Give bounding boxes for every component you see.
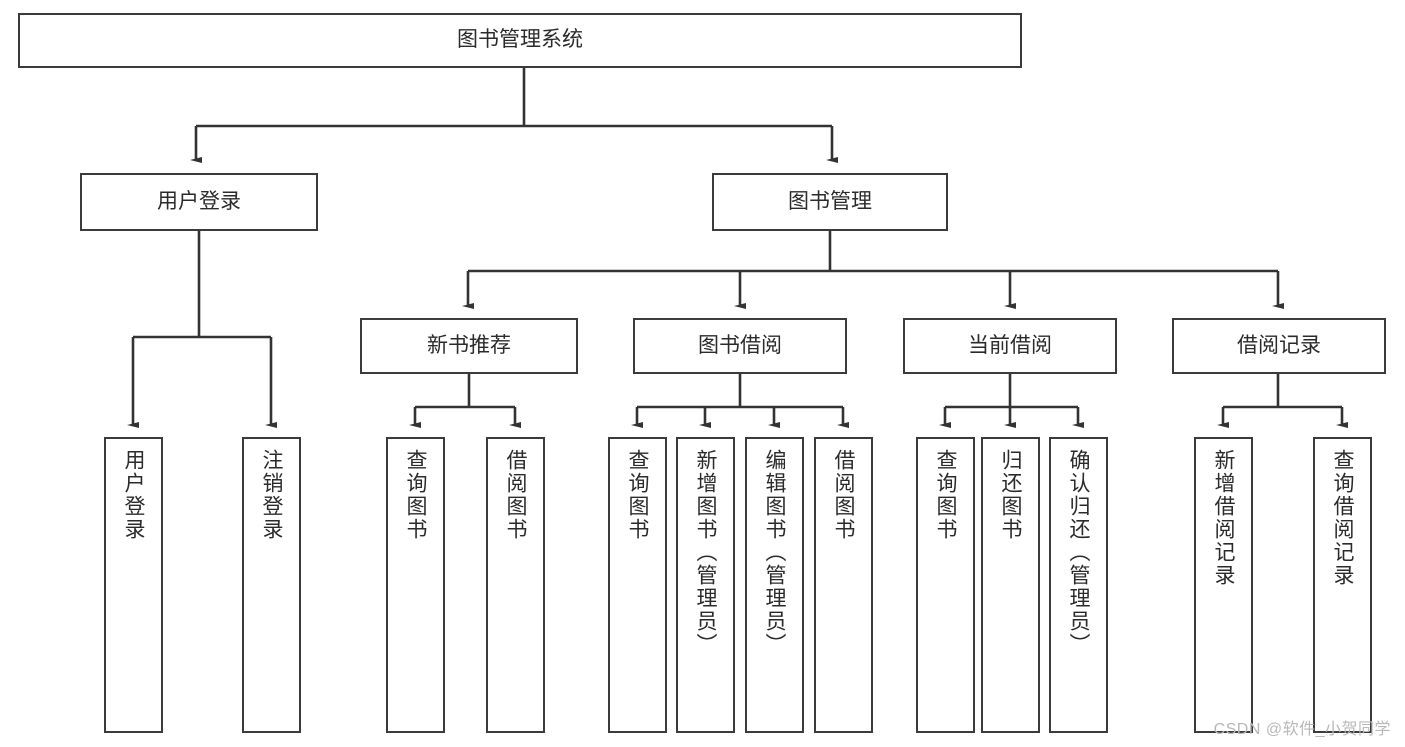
node-leaf-return-book[interactable]: 归还图书 bbox=[981, 437, 1040, 733]
node-book-borrow[interactable]: 图书借阅 bbox=[633, 318, 847, 374]
node-leaf-confirm-return[interactable]: 确认归还（管理员） bbox=[1049, 437, 1108, 733]
node-book-manage-label: 图书管理 bbox=[788, 189, 872, 213]
node-leaf-edit-book[interactable]: 编辑图书（管理员） bbox=[745, 437, 804, 733]
node-leaf-query-book-3[interactable]: 查询图书 bbox=[916, 437, 975, 733]
node-borrow-record-label: 借阅记录 bbox=[1237, 333, 1321, 357]
node-leaf-query-book-1-label: 查询图书 bbox=[404, 449, 427, 541]
node-leaf-edit-book-label: 编辑图书（管理员） bbox=[763, 449, 786, 656]
node-leaf-add-book[interactable]: 新增图书（管理员） bbox=[676, 437, 735, 733]
node-leaf-query-book-2-label: 查询图书 bbox=[626, 449, 649, 541]
node-leaf-add-book-label: 新增图书（管理员） bbox=[694, 449, 717, 656]
node-current-borrow-label: 当前借阅 bbox=[968, 333, 1052, 357]
node-leaf-return-book-label: 归还图书 bbox=[999, 449, 1022, 541]
node-user-login-label: 用户登录 bbox=[157, 189, 241, 213]
node-book-borrow-label: 图书借阅 bbox=[698, 333, 782, 357]
node-leaf-confirm-return-label: 确认归还（管理员） bbox=[1067, 449, 1090, 656]
node-leaf-query-record-label: 查询借阅记录 bbox=[1331, 449, 1354, 587]
node-leaf-add-record-label: 新增借阅记录 bbox=[1212, 449, 1235, 587]
node-borrow-record[interactable]: 借阅记录 bbox=[1172, 318, 1386, 374]
node-new-book-rec-label: 新书推荐 bbox=[427, 333, 511, 357]
node-leaf-user-login[interactable]: 用户登录 bbox=[104, 437, 163, 733]
watermark-text: CSDN @软件_小贺同学 bbox=[1213, 721, 1391, 738]
node-book-manage[interactable]: 图书管理 bbox=[712, 173, 948, 231]
node-leaf-query-record[interactable]: 查询借阅记录 bbox=[1313, 437, 1372, 733]
node-leaf-query-book-3-label: 查询图书 bbox=[934, 449, 957, 541]
node-leaf-borrow-book-1[interactable]: 借阅图书 bbox=[486, 437, 545, 733]
node-user-login[interactable]: 用户登录 bbox=[80, 173, 318, 231]
node-leaf-logout-label: 注销登录 bbox=[260, 449, 283, 541]
node-current-borrow[interactable]: 当前借阅 bbox=[903, 318, 1117, 374]
node-new-book-rec[interactable]: 新书推荐 bbox=[360, 318, 578, 374]
node-leaf-query-book-2[interactable]: 查询图书 bbox=[608, 437, 667, 733]
node-leaf-borrow-book-2[interactable]: 借阅图书 bbox=[814, 437, 873, 733]
node-leaf-borrow-book-1-label: 借阅图书 bbox=[504, 449, 527, 541]
node-root-label: 图书管理系统 bbox=[457, 28, 583, 52]
node-leaf-query-book-1[interactable]: 查询图书 bbox=[386, 437, 445, 733]
node-leaf-logout[interactable]: 注销登录 bbox=[242, 437, 301, 733]
node-root[interactable]: 图书管理系统 bbox=[18, 13, 1022, 68]
node-leaf-borrow-book-2-label: 借阅图书 bbox=[832, 449, 855, 541]
node-leaf-add-record[interactable]: 新增借阅记录 bbox=[1194, 437, 1253, 733]
node-leaf-user-login-label: 用户登录 bbox=[122, 449, 145, 541]
